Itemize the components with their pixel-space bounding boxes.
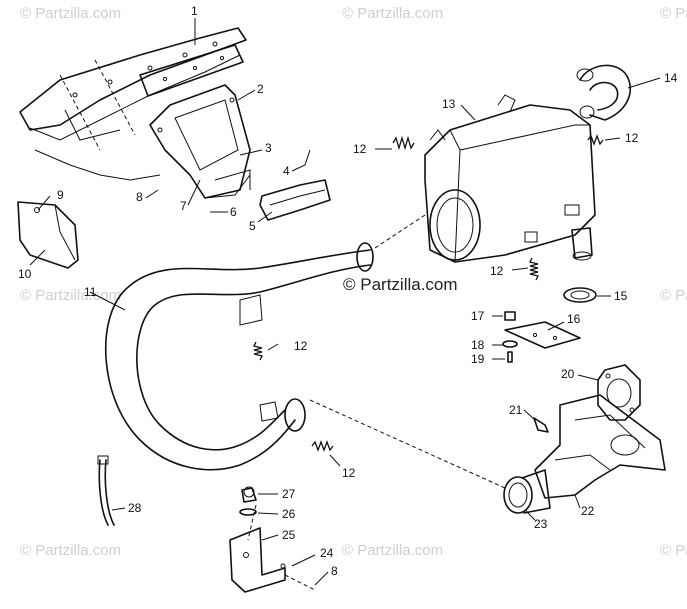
mount-bracket-plate: [504, 321, 581, 349]
pipe-elbow: [576, 64, 631, 121]
callout-10: 10: [18, 267, 32, 281]
flange-gasket: [597, 364, 641, 421]
callout-9: 9: [57, 188, 64, 202]
callout-12-a: 12: [353, 142, 367, 156]
callout-14: 14: [664, 71, 678, 85]
exhaust-pipe: [104, 242, 374, 471]
watermark-mid-left: © Partzilla.com: [20, 287, 121, 304]
exhaust-bracket: [149, 84, 251, 199]
callout-3: 3: [265, 141, 272, 155]
callout-12-c: 12: [490, 264, 504, 278]
callout-16: 16: [567, 312, 581, 326]
watermarks: © Partzilla.com © Partzilla.com © Partzi…: [20, 5, 687, 559]
callout-2: 2: [257, 82, 264, 96]
springs: [253, 134, 604, 452]
callout-20: 20: [561, 367, 575, 381]
bolt-21: [533, 417, 549, 433]
heat-shield-plate: [139, 44, 244, 97]
callout-25: 25: [282, 528, 296, 542]
callout-12-d: 12: [294, 339, 308, 353]
callout-18: 18: [471, 338, 485, 352]
callout-22: 22: [581, 504, 595, 518]
callout-27: 27: [282, 487, 296, 501]
callout-12-e: 12: [342, 466, 356, 480]
watermark-bottom-right: © Partzilla.com: [660, 542, 687, 559]
callout-8-lower: 8: [331, 564, 338, 578]
side-heat-shield: [17, 201, 79, 269]
callout-21: 21: [509, 403, 523, 417]
callout-5: 5: [249, 219, 256, 233]
y-manifold: [534, 394, 666, 499]
callout-17: 17: [471, 309, 485, 323]
watermark-top-center: © Partzilla.com: [342, 5, 443, 22]
watermark-bottom-left: © Partzilla.com: [20, 542, 121, 559]
strap: [97, 455, 115, 526]
gasket-ring: [563, 287, 597, 303]
callout-1: 1: [191, 4, 198, 18]
dashed-connectors: [309, 214, 506, 489]
watermark-top-right: © Partzilla.com: [660, 5, 687, 22]
callout-13: 13: [442, 97, 456, 111]
callout-12-b: 12: [625, 131, 639, 145]
callout-15: 15: [614, 289, 628, 303]
chassis-panel: [19, 27, 247, 181]
silencer: [424, 94, 596, 263]
callout-6: 6: [230, 205, 237, 219]
callout-23: 23: [534, 517, 548, 531]
lower-mount-bracket: [229, 486, 316, 593]
small-heat-shield: [259, 179, 331, 221]
callout-24: 24: [320, 546, 334, 560]
callout-11: 11: [84, 285, 97, 299]
watermark-center: © Partzilla.com: [343, 275, 458, 294]
hardware-stack: [502, 311, 518, 363]
coupler-sleeve: [503, 469, 551, 514]
watermark-bottom-center: © Partzilla.com: [342, 542, 443, 559]
watermark-mid-right: © Partzilla.com: [660, 287, 687, 304]
callout-4: 4: [283, 164, 290, 178]
callout-labels: 1 2 3 4 5 6 7 8 9 10 11 12 12 12 12 12 1…: [18, 4, 678, 578]
callout-8-upper: 8: [136, 190, 143, 204]
callout-7: 7: [180, 199, 187, 213]
callout-19: 19: [471, 352, 485, 366]
callout-28: 28: [128, 501, 142, 515]
watermark-top-left: © Partzilla.com: [20, 5, 121, 22]
callout-26: 26: [282, 507, 296, 521]
leader-lines: [29, 18, 661, 586]
outlet-stub: [571, 227, 593, 261]
